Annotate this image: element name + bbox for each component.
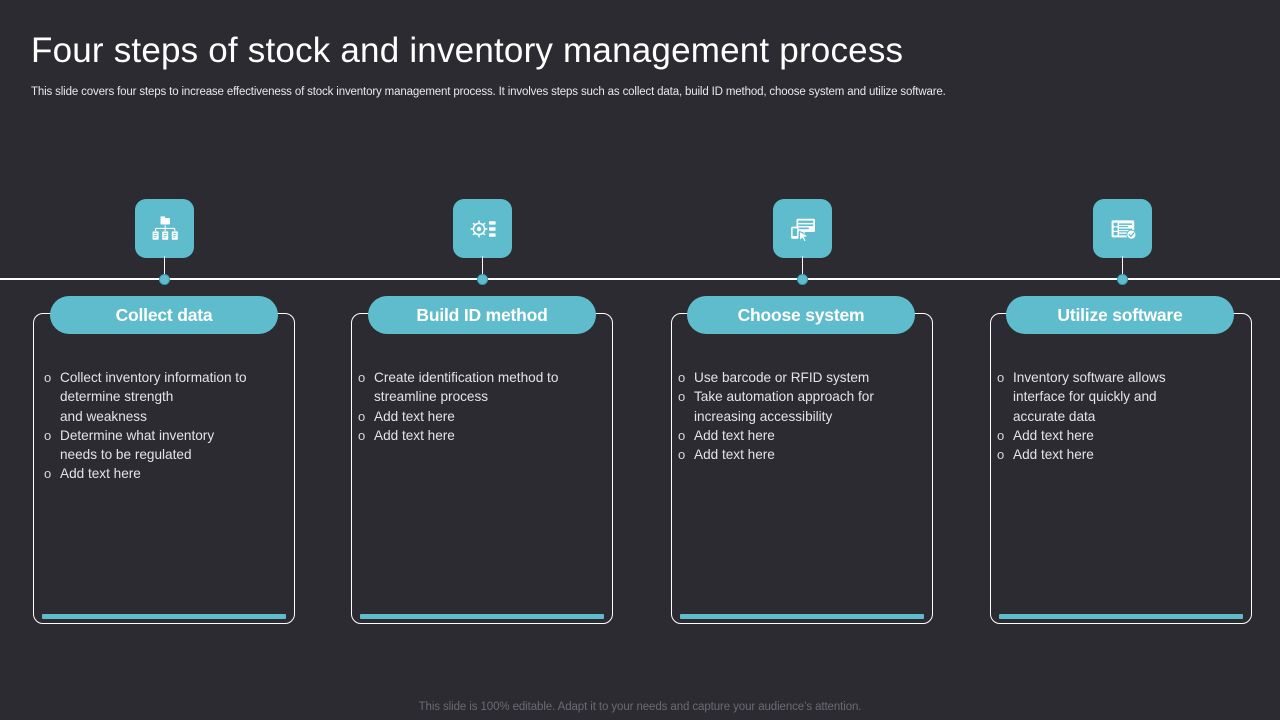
- list-item: o Add text here: [678, 426, 928, 445]
- step-header-pill-1[interactable]: Collect data: [50, 296, 278, 334]
- list-item: o Use barcode or RFID system: [678, 368, 928, 387]
- bullet-text: Create identification method to streamli…: [374, 370, 559, 405]
- step-icon-tile-1[interactable]: [135, 199, 194, 258]
- step-bullet-list-3: o Use barcode or RFID system o Take auto…: [678, 368, 928, 464]
- card-accent-bar-2: [360, 614, 604, 619]
- bullet-text: Take automation approach for increasing …: [694, 389, 874, 424]
- step-title-4: Utilize software: [1057, 304, 1183, 325]
- step-title-1: Collect data: [115, 304, 213, 325]
- bullet-text: Add text here: [694, 427, 775, 443]
- bullet-text: Add text here: [60, 466, 141, 482]
- step-icon-tile-4[interactable]: [1093, 199, 1152, 258]
- list-item: o Take automation approach for increasin…: [678, 387, 928, 426]
- step-header-pill-3[interactable]: Choose system: [687, 296, 915, 334]
- list-item: o Add text here: [358, 407, 608, 426]
- step-icon-tile-2[interactable]: [453, 199, 512, 258]
- step-title-3: Choose system: [737, 304, 865, 325]
- data-hierarchy-icon: [150, 214, 180, 244]
- step-title-2: Build ID method: [416, 304, 548, 325]
- checklist-badge-icon: [1108, 214, 1138, 244]
- step-header-pill-4[interactable]: Utilize software: [1006, 296, 1234, 334]
- connector-stem-2: [481, 256, 484, 280]
- bullet-marker: o: [44, 466, 52, 482]
- step-card-3[interactable]: [671, 313, 933, 624]
- bullet-marker: o: [358, 427, 366, 443]
- bullet-marker: o: [678, 389, 686, 405]
- list-item: o Add text here: [44, 464, 292, 483]
- list-item: o Add text here: [358, 426, 608, 445]
- list-item: o Determine what inventory needs to be r…: [44, 426, 292, 465]
- page-subtitle: This slide covers four steps to increase…: [31, 86, 946, 98]
- bullet-text: Inventory software allows interface for …: [1013, 370, 1166, 424]
- list-item: o Create identification method to stream…: [358, 368, 608, 407]
- gear-settings-icon: [468, 214, 498, 244]
- bullet-marker: o: [678, 447, 686, 463]
- list-item: o Add text here: [997, 426, 1247, 445]
- monitor-cursor-icon: [788, 214, 818, 244]
- page-title: Four steps of stock and inventory manage…: [31, 31, 904, 70]
- connector-stem-1: [163, 256, 166, 280]
- bullet-text: Add text here: [374, 427, 455, 443]
- bullet-text: Use barcode or RFID system: [694, 370, 870, 385]
- card-accent-bar-3: [680, 614, 924, 619]
- step-bullet-list-4: o Inventory software allows interface fo…: [997, 368, 1247, 464]
- timeline-node-3[interactable]: [797, 273, 808, 285]
- step-card-4[interactable]: [990, 313, 1252, 624]
- timeline-node-2[interactable]: [477, 273, 488, 285]
- bullet-text: Determine what inventory needs to be reg…: [60, 427, 215, 463]
- connector-stem-3: [801, 256, 804, 280]
- step-bullet-list-1: o Collect inventory information to deter…: [44, 368, 292, 484]
- bullet-text: Add text here: [374, 408, 455, 424]
- list-item: o Add text here: [678, 445, 928, 464]
- step-header-pill-2[interactable]: Build ID method: [368, 296, 596, 334]
- footer-note: This slide is 100% editable. Adapt it to…: [418, 701, 862, 713]
- timeline-node-4[interactable]: [1117, 273, 1128, 285]
- card-accent-bar-4: [999, 614, 1243, 619]
- bullet-marker: o: [997, 427, 1005, 443]
- step-icon-tile-3[interactable]: [773, 199, 832, 258]
- bullet-marker: o: [678, 427, 686, 443]
- bullet-marker: o: [44, 370, 52, 385]
- list-item: o Inventory software allows interface fo…: [997, 368, 1247, 426]
- timeline-node-1[interactable]: [159, 273, 170, 285]
- step-bullet-list-2: o Create identification method to stream…: [358, 368, 608, 445]
- bullet-marker: o: [678, 370, 686, 385]
- bullet-text: Add text here: [694, 447, 775, 463]
- list-item: o Collect inventory information to deter…: [44, 368, 292, 426]
- timeline-axis: [0, 278, 1280, 280]
- list-item: o Add text here: [997, 445, 1247, 464]
- bullet-text: Add text here: [1013, 427, 1094, 443]
- bullet-text: Add text here: [1013, 447, 1094, 463]
- bullet-marker: o: [997, 370, 1005, 385]
- bullet-marker: o: [997, 447, 1005, 463]
- bullet-marker: o: [358, 408, 366, 424]
- bullet-text: Collect inventory information to determi…: [60, 370, 247, 424]
- connector-stem-4: [1121, 256, 1124, 280]
- bullet-marker: o: [358, 370, 366, 385]
- step-card-2[interactable]: [351, 313, 613, 624]
- bullet-marker: o: [44, 427, 52, 443]
- card-accent-bar-1: [42, 614, 286, 619]
